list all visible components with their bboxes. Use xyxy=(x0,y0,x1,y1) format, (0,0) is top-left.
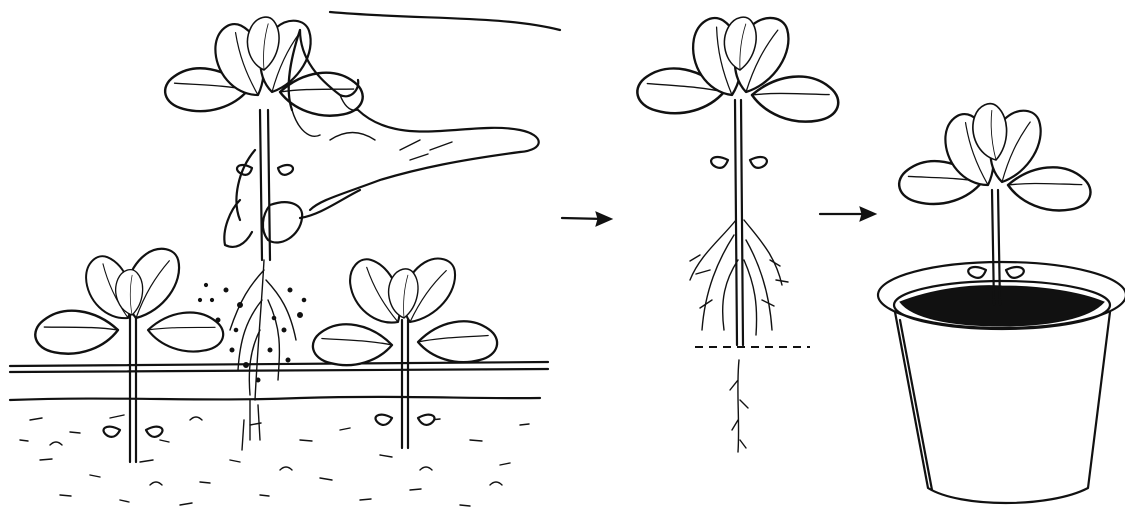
trimmed-root xyxy=(730,360,748,452)
panel-trimming xyxy=(636,9,842,452)
panel-lifting xyxy=(10,12,560,506)
step-arrow-1 xyxy=(562,212,612,226)
step-arrow-2 xyxy=(820,207,876,221)
root-system xyxy=(690,220,788,335)
potted-seedling-icon xyxy=(897,101,1094,305)
left-seedling xyxy=(32,240,225,462)
pot-icon xyxy=(878,262,1125,503)
soil-texture xyxy=(20,415,529,506)
panel-potted xyxy=(878,101,1125,503)
pot-soil xyxy=(900,286,1104,326)
right-seedling xyxy=(311,249,499,448)
